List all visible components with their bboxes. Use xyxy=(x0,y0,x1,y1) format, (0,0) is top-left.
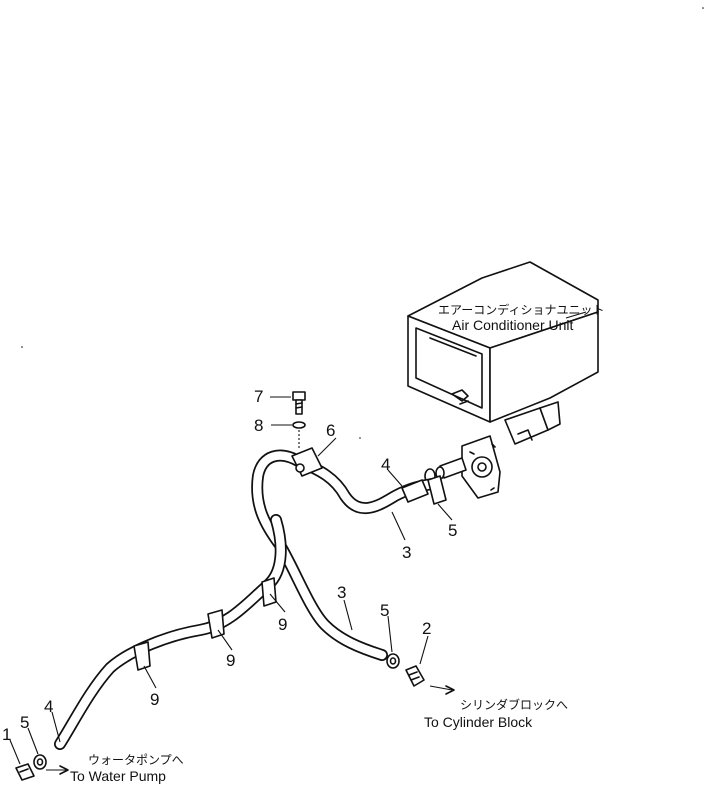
unit-label-jp: エアーコンディショナユニット xyxy=(438,302,604,317)
callout-3: 3 xyxy=(337,583,346,602)
callout-2: 2 xyxy=(422,619,431,638)
callout-5: 5 xyxy=(448,521,457,540)
callout-6: 6 xyxy=(326,421,335,440)
clamp-6 xyxy=(291,447,323,477)
unit-label-en: Air Conditioner Unit xyxy=(452,317,573,333)
unit-label: エアーコンディショナユニット Air Conditioner Unit xyxy=(438,302,604,333)
callout-3: 3 xyxy=(402,543,411,562)
callout-5: 5 xyxy=(20,713,29,732)
scan-specks xyxy=(21,7,704,439)
callout-numbers: 1 2 3 3 4 4 5 5 5 6 7 8 9 9 9 xyxy=(2,387,457,744)
pipes xyxy=(54,449,438,750)
leader-lines xyxy=(9,311,587,775)
water-pump-label-jp: ウォータポンプへ xyxy=(88,753,184,767)
callout-4: 4 xyxy=(44,697,53,716)
water-pump-label-en: To Water Pump xyxy=(70,768,166,784)
clamps-9 xyxy=(133,577,277,671)
washer-8 xyxy=(292,421,306,429)
callout-8: 8 xyxy=(254,416,263,435)
callout-9: 9 xyxy=(278,615,287,634)
fittings xyxy=(15,475,447,781)
callout-9: 9 xyxy=(226,651,235,670)
callout-9: 9 xyxy=(150,690,159,709)
air-conditioner-unit xyxy=(407,261,599,445)
cylinder-block-label: シリンダブロックへ To Cylinder Block xyxy=(424,697,568,730)
callout-1: 1 xyxy=(2,725,11,744)
water-pump-label: ウォータポンプへ To Water Pump xyxy=(70,753,184,784)
callout-4: 4 xyxy=(381,455,390,474)
callout-7: 7 xyxy=(254,387,263,406)
bolt-7 xyxy=(292,391,306,415)
callout-5: 5 xyxy=(380,601,389,620)
cylinder-block-label-en: To Cylinder Block xyxy=(424,714,533,730)
cylinder-block-label-jp: シリンダブロックへ xyxy=(460,697,568,712)
